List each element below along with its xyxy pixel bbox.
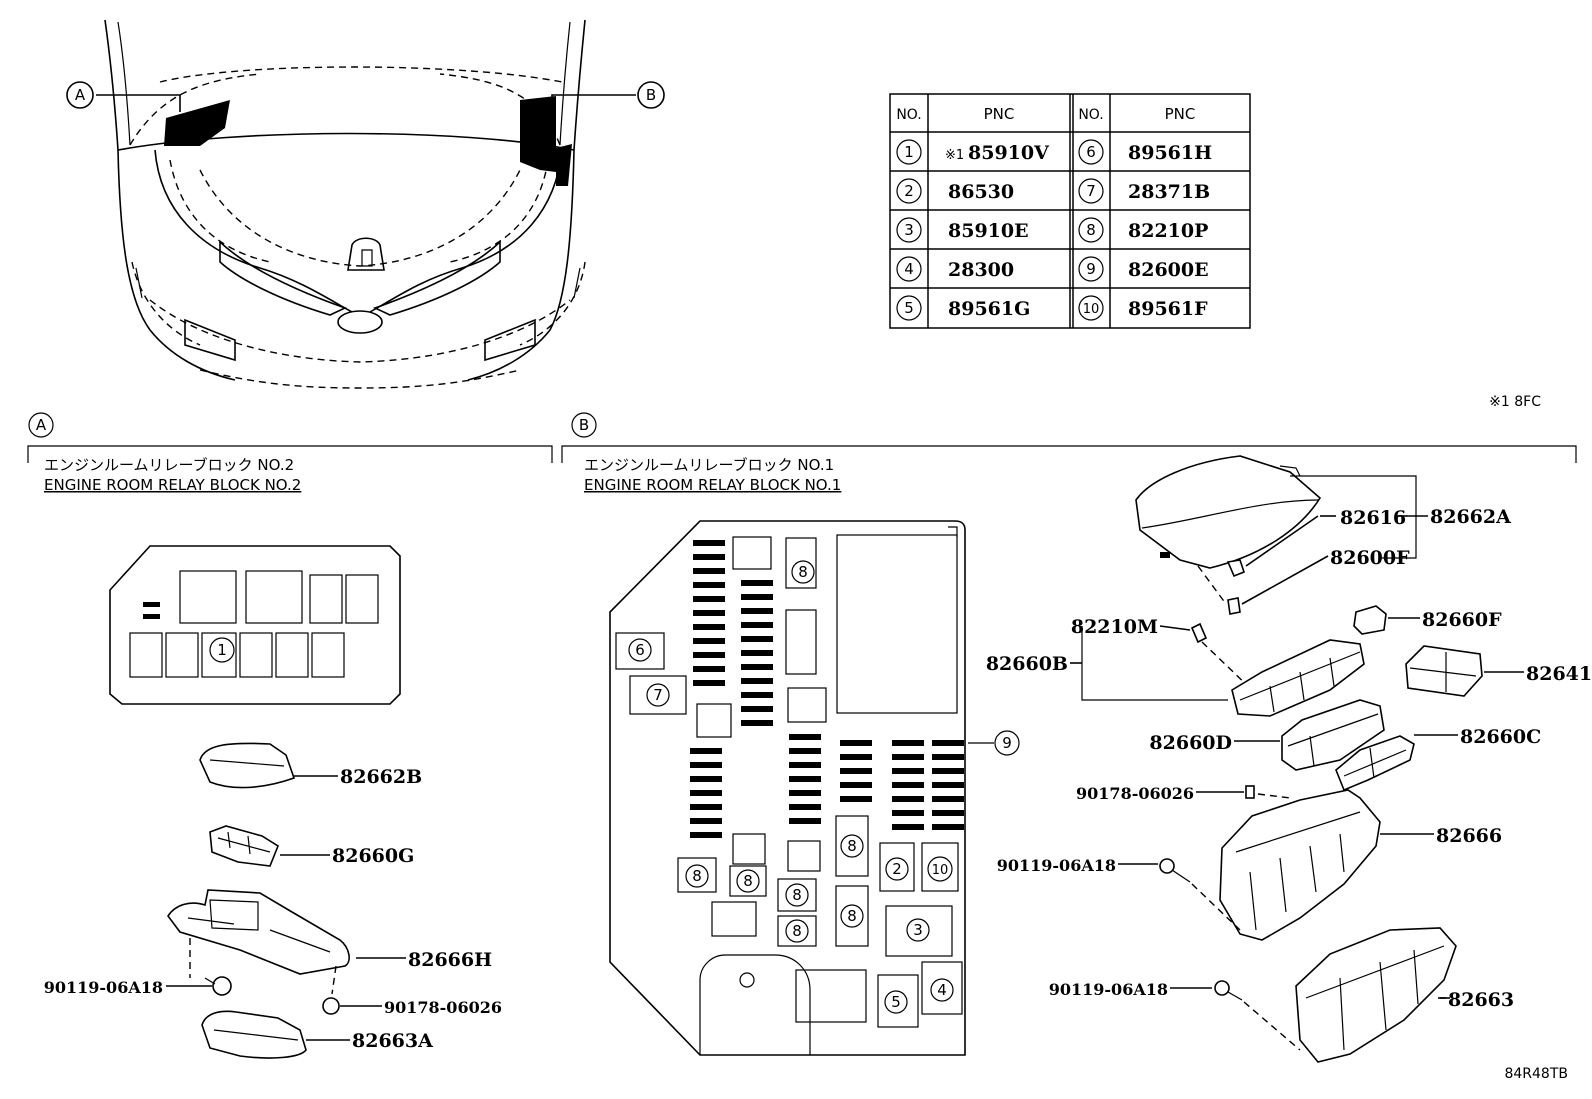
part-cover-82662b — [199, 742, 296, 789]
block-marker: 8 — [847, 907, 857, 925]
table-header-pnc-1: PNC — [984, 105, 1015, 123]
callout-a-label: A — [75, 86, 86, 104]
table-row-no: 8 — [1086, 221, 1096, 239]
part-label-82660f: 82660F — [1422, 609, 1502, 631]
table-row-pnc: 28371B — [1128, 181, 1210, 203]
part-label-82663a: 82663A — [352, 1030, 433, 1052]
table-header-pnc-2: PNC — [1165, 105, 1196, 123]
part-label-82666: 82666 — [1436, 825, 1502, 847]
table-row-no: 4 — [904, 260, 914, 278]
part-case-82666 — [1219, 789, 1381, 941]
fuse-column-1 — [690, 540, 725, 838]
part-82660g — [209, 825, 279, 867]
block-marker: 4 — [937, 981, 947, 999]
fuse-column-4 — [840, 740, 872, 802]
relay-block-no1-outline — [609, 520, 966, 1056]
table-footnote: ※1 8FC — [1489, 394, 1541, 410]
part-label-82660b: 82660B — [986, 653, 1068, 675]
block-no2-marker: 1 — [217, 641, 227, 659]
table-row-pnc: 85910E — [948, 220, 1029, 242]
table-row-pnc: 86530 — [948, 181, 1014, 203]
pnc-table: NO. PNC NO. PNC 1 ※1 85910V 6 89561H 2 8… — [889, 93, 1251, 329]
block-marker: 8 — [792, 886, 802, 904]
part-label-82663: 82663 — [1448, 989, 1514, 1011]
part-82660f — [1353, 605, 1387, 635]
section-b: B エンジンルームリレーブロック NO.1 ENGINE ROOM RELAY … — [561, 412, 1592, 1063]
part-label-82666h: 82666H — [408, 949, 492, 971]
block-marker: 10 — [932, 863, 949, 878]
part-82660b — [1231, 639, 1365, 717]
block-marker: 2 — [892, 860, 902, 878]
section-a-title-jp: エンジンルームリレーブロック NO.2 — [44, 456, 294, 474]
table-row-no: 1 — [904, 143, 914, 161]
callout-b-label: B — [646, 86, 656, 104]
part-label-90119-06a18-a: 90119-06A18 — [44, 978, 163, 997]
block-marker: 8 — [847, 837, 857, 855]
table-row-no: 10 — [1083, 302, 1100, 317]
fuse-column-6 — [932, 740, 964, 830]
part-label-82660d: 82660D — [1149, 732, 1232, 754]
table-row-no: 9 — [1086, 260, 1096, 278]
part-label-90119-06a18-c: 90119-06A18 — [1049, 980, 1168, 999]
table-row-note: ※1 — [945, 148, 964, 163]
part-bracket-82666h — [167, 889, 350, 975]
section-a-title-en: ENGINE ROOM RELAY BLOCK NO.2 — [44, 476, 301, 494]
fuse-column-2 — [741, 580, 773, 726]
diagram-code: 84R48TB — [1504, 1066, 1568, 1082]
block-marker: 8 — [743, 872, 753, 890]
part-label-82662b: 82662B — [340, 766, 422, 788]
part-label-82600f: 82600F — [1330, 547, 1410, 569]
part-label-90178-06026-a: 90178-06026 — [384, 998, 502, 1017]
part-cover-82663 — [1295, 927, 1457, 1063]
table-row-no: 2 — [904, 182, 914, 200]
part-label-82210m: 82210M — [1071, 616, 1158, 638]
table-header-no-1: NO. — [896, 107, 921, 123]
part-label-90119-06a18-b: 90119-06A18 — [997, 856, 1116, 875]
block-marker: 6 — [635, 641, 645, 659]
table-row-pnc: 82210P — [1128, 220, 1208, 242]
block-marker: 8 — [798, 563, 808, 581]
part-label-82641: 82641 — [1526, 663, 1592, 685]
block-marker: 5 — [891, 993, 901, 1011]
part-label-82662a: 82662A — [1430, 506, 1511, 528]
fuse-column-5 — [892, 740, 924, 830]
part-label-82616: 82616 — [1340, 507, 1406, 529]
fuse-column-3 — [789, 734, 821, 824]
location-b-block — [520, 96, 556, 172]
part-82660d — [1281, 699, 1385, 771]
section-a: A エンジンルームリレーブロック NO.2 ENGINE ROOM RELAY … — [27, 412, 553, 1059]
block-marker: 9 — [1002, 734, 1012, 752]
table-row-pnc: 89561F — [1128, 298, 1208, 320]
section-b-title-en: ENGINE ROOM RELAY BLOCK NO.1 — [584, 476, 841, 494]
part-label-82660c: 82660C — [1460, 726, 1541, 748]
callout-a-circle — [66, 81, 94, 109]
part-label-90178-06026-b: 90178-06026 — [1076, 784, 1194, 803]
block-marker: 8 — [692, 867, 702, 885]
part-label-82660g: 82660G — [332, 845, 414, 867]
table-row-no: 3 — [904, 221, 914, 239]
table-row-no: 6 — [1086, 143, 1096, 161]
block-marker: 8 — [792, 922, 802, 940]
table-row-pnc: 82600E — [1128, 259, 1209, 281]
block-marker: 3 — [913, 921, 923, 939]
table-row-pnc: 89561H — [1128, 142, 1212, 164]
block-marker: 7 — [653, 686, 663, 704]
location-a-block — [164, 100, 230, 146]
table-row-no: 7 — [1086, 182, 1096, 200]
table-row-pnc: 89561G — [948, 298, 1030, 320]
car-front-view: A B — [66, 19, 665, 389]
section-a-label: A — [36, 416, 47, 434]
relay-block-no2-outline — [109, 545, 401, 705]
callout-b-circle — [637, 81, 665, 109]
part-82641 — [1405, 645, 1483, 697]
section-b-title-jp: エンジンルームリレーブロック NO.1 — [584, 456, 834, 474]
table-row-no: 5 — [904, 299, 914, 317]
table-row-pnc: 85910V — [968, 142, 1050, 164]
table-row-pnc: 28300 — [948, 259, 1014, 281]
section-b-label: B — [579, 416, 589, 434]
table-header-no-2: NO. — [1078, 107, 1103, 123]
